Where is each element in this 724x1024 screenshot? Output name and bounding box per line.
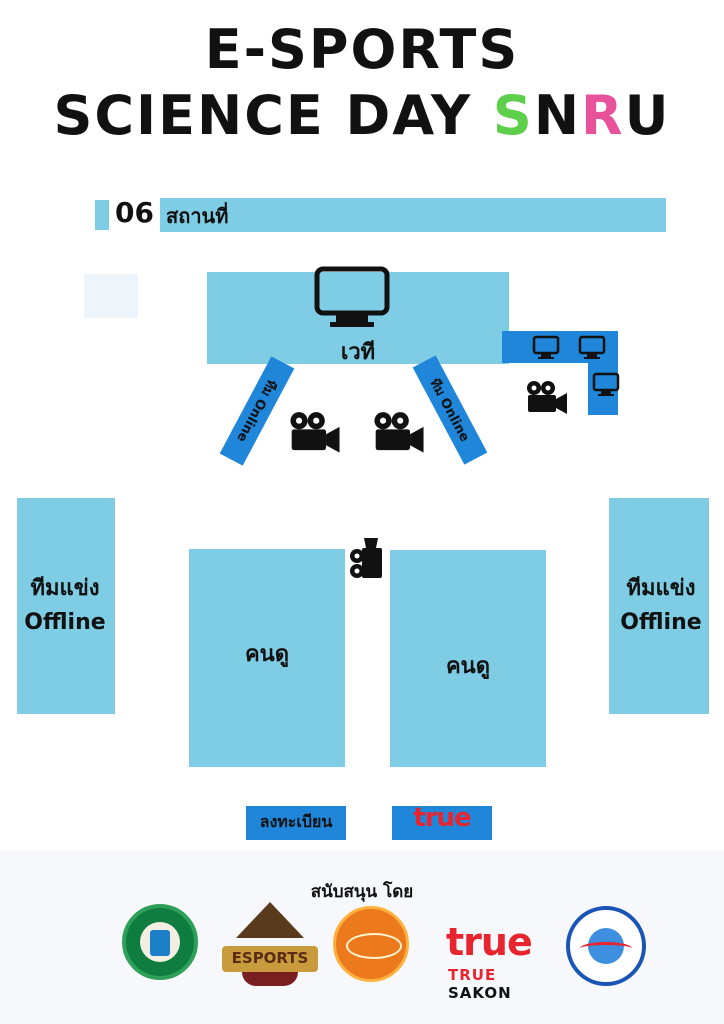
monitor-icon: [592, 372, 620, 396]
section-number: 06: [115, 196, 154, 229]
offline-team-right-line1: ทีมแข่ง: [626, 576, 696, 601]
title-letter-s: S: [492, 84, 534, 147]
sakon-esports-ribbon: [222, 946, 318, 972]
true-sakon-logo: true: [446, 920, 533, 964]
sakon-esports-roof: [236, 902, 304, 938]
title-letter-u: U: [624, 84, 671, 147]
sakon-esports-text: ESPORTS: [231, 949, 309, 967]
online-team-left: ทีม Online: [219, 356, 295, 466]
placeholder-box: [84, 274, 138, 318]
title-line-1: E-SPORTS: [204, 18, 520, 81]
science-faculty-logo: [333, 906, 409, 982]
offline-team-right-line2: Offline: [620, 610, 702, 635]
offline-team-left-line2: Offline: [24, 610, 106, 635]
audience-right-label: คนดู: [445, 654, 491, 679]
registration-area: [246, 806, 346, 840]
university-seal-core: [150, 930, 170, 956]
university-seal-logo: [122, 904, 198, 980]
offline-team-left-line1: ทีมแข่ง: [30, 576, 100, 601]
title-letter-n: N: [533, 84, 582, 147]
video-camera-icon: [350, 538, 382, 578]
true-sakon-sub-b: SAKON: [448, 984, 512, 1002]
title-line-2: SCIENCE DAY SNRU: [0, 84, 724, 147]
section-marker: [95, 200, 109, 230]
video-camera-icon: [527, 381, 567, 414]
monitor-icon: [532, 335, 560, 359]
title-letter-r: R: [581, 84, 625, 147]
sponsor-title: สนับสนุน โดย: [310, 882, 414, 902]
section-bar: [160, 198, 666, 232]
monitor-icon: [578, 335, 606, 359]
sakon-esports-logo: ESPORTS: [222, 902, 318, 988]
true-sakon-subtitle: TRUE SAKON: [448, 966, 558, 1002]
offline-team-right-label: ทีมแข่ง Offline: [606, 572, 716, 640]
true-sakon-sub-a: TRUE: [448, 966, 497, 984]
registration-label: ลงทะเบียน: [259, 812, 333, 831]
true-booth-label: true: [413, 803, 471, 833]
offline-team-left-area: [17, 498, 115, 714]
science-faculty-orbit: [346, 933, 402, 959]
stage-label: เวที: [340, 340, 376, 365]
online-team-right-label: ทีม Online: [426, 376, 472, 445]
offline-team-left-label: ทีมแข่ง Offline: [8, 572, 122, 640]
audience-right-area: [390, 550, 546, 767]
computer-department-swoosh: [580, 942, 632, 955]
video-camera-icon: [290, 412, 340, 453]
offline-team-right-area: [609, 498, 709, 714]
video-camera-icon: [374, 412, 424, 453]
computer-department-logo: [566, 906, 646, 986]
section-label: สถานที่: [166, 204, 229, 228]
true-booth: [392, 806, 492, 840]
audience-left-label: คนดู: [244, 642, 290, 667]
monitor-icon: [314, 266, 390, 327]
sakon-esports-base: [242, 972, 298, 986]
audience-left-area: [189, 549, 345, 767]
title-line-2-prefix: SCIENCE DAY: [53, 84, 493, 147]
online-team-left-label: ทีม Online: [233, 376, 279, 445]
